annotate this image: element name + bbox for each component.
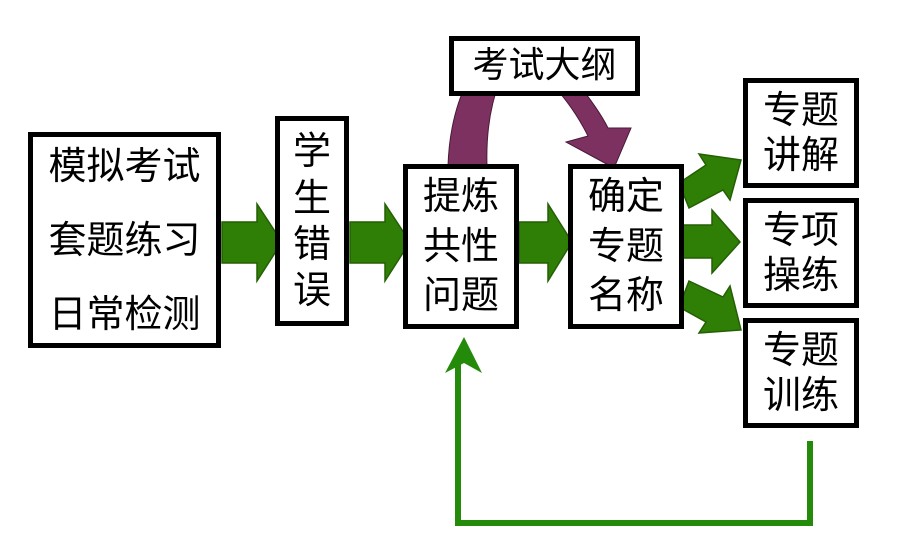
- arrow-topic-to-lecture: [678, 153, 742, 210]
- exam-outline-box: 考试大纲: [449, 36, 640, 96]
- arrow-exam-to-errors: [221, 201, 283, 284]
- feedback-line: [455, 358, 813, 526]
- topic-lecture-line-1: 专题: [762, 88, 839, 133]
- student-errors-char-3: 错: [292, 222, 331, 266]
- determine-topic-box: 确定 专题 名称: [568, 164, 684, 329]
- feedback-arrowhead: [445, 337, 482, 373]
- student-errors-box: 学 生 错 误: [275, 116, 349, 326]
- determine-topic-line-3: 名称: [587, 273, 664, 318]
- topic-training-line-1: 专题: [762, 328, 839, 373]
- topic-lecture-box: 专题 讲解: [743, 78, 859, 188]
- topic-lecture-line-2: 讲解: [762, 133, 839, 177]
- item-practice-box: 专项 操练: [743, 198, 859, 308]
- item-practice-line-2: 操练: [762, 253, 839, 297]
- exam-sources-line-1: 模拟考试: [48, 143, 201, 188]
- topic-training-box: 专题 训练: [743, 318, 859, 428]
- exam-outline-label: 考试大纲: [472, 44, 617, 86]
- student-errors-char-2: 生: [292, 175, 331, 220]
- determine-topic-line-2: 专题: [587, 223, 664, 268]
- refine-problems-line-2: 共性: [422, 223, 499, 268]
- exam-sources-line-3: 日常检测: [48, 292, 201, 337]
- refine-problems-line-3: 问题: [422, 273, 499, 318]
- refine-problems-line-1: 提炼: [422, 174, 499, 219]
- arrow-topic-to-training: [678, 279, 742, 334]
- exam-sources-box: 模拟考试 套题练习 日常检测: [28, 132, 221, 348]
- determine-topic-line-1: 确定: [587, 174, 664, 219]
- topic-training-line-2: 训练: [762, 373, 839, 417]
- student-errors-char-4: 误: [292, 268, 331, 313]
- student-errors-char-1: 学: [292, 129, 331, 174]
- arrow-refine-to-topic: [518, 201, 573, 284]
- item-practice-line-1: 专项: [762, 208, 839, 253]
- exam-sources-line-2: 套题练习: [48, 217, 201, 262]
- arrow-errors-to-refine: [349, 201, 411, 284]
- refine-problems-box: 提炼 共性 问题: [403, 164, 519, 329]
- arrow-topic-to-practice: [678, 208, 742, 275]
